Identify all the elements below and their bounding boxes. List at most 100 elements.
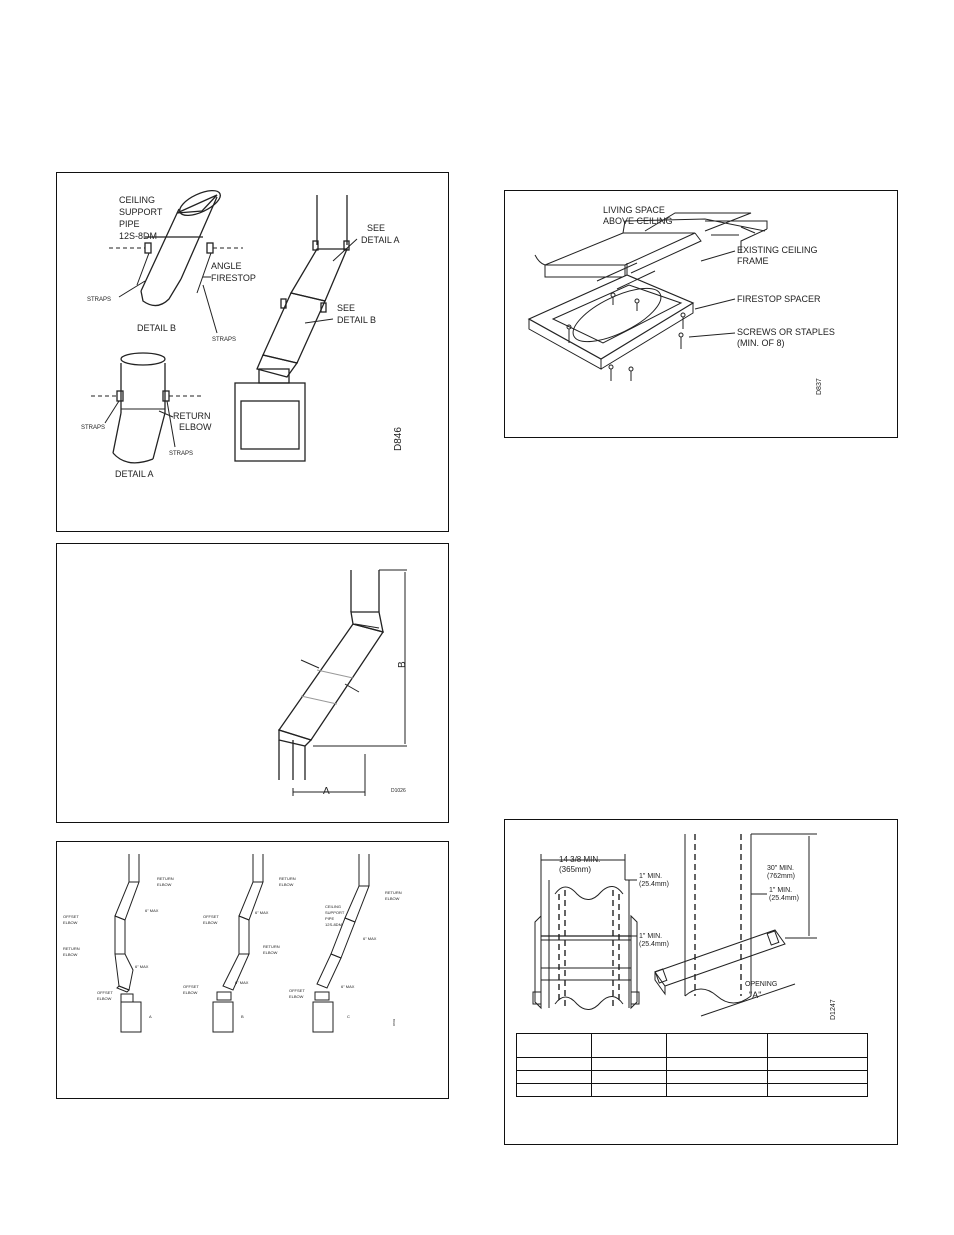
cfg-b-offset2-1: OFFSET <box>183 984 199 989</box>
table-row <box>516 1070 868 1084</box>
opening-label-2: "A" <box>749 990 761 1000</box>
cfg-b-return-2: ELBOW <box>279 882 294 887</box>
opening-label-1: OPENING <box>745 981 777 988</box>
cfg-b-return-1: RETURN <box>279 876 296 881</box>
ceiling-support-label-1: CEILING <box>119 195 155 205</box>
cfg-b-offset-2: ELBOW <box>203 920 218 925</box>
table-row <box>516 1057 868 1071</box>
existing-ceiling-label-2: FRAME <box>737 256 769 266</box>
min1-label-6: (25.4mm) <box>769 895 799 902</box>
living-space-label-2: ABOVE CEILING <box>603 216 673 226</box>
table-cell <box>767 1070 868 1084</box>
figure-code-d849: D849 <box>392 1018 396 1026</box>
screws-label-2: (MIN. OF 8) <box>737 338 785 348</box>
clearance-opening-diagram: 14 3/8 MIN. (365mm) 1" MIN. (25.4mm) 1" … <box>532 833 837 1020</box>
table-row <box>516 1033 868 1058</box>
dim-14-label-2: (365mm) <box>559 865 591 874</box>
min1-label-3: 1" MIN. <box>639 933 662 940</box>
table-cell <box>666 1033 768 1058</box>
min1-label-5: 1" MIN. <box>769 887 792 894</box>
cfg-c-offset-1: OFFSET <box>289 988 305 993</box>
table-cell <box>591 1057 667 1071</box>
cfg-a-return-1: RETURN <box>157 876 174 881</box>
table-cell <box>666 1083 768 1097</box>
living-space-label-1: LIVING SPACE <box>603 205 665 215</box>
table-cell <box>767 1057 868 1071</box>
cfg-label-a: A <box>149 1014 152 1019</box>
firestop-spacer-diagram: LIVING SPACE ABOVE CEILING EXISTING CEIL… <box>527 205 835 395</box>
min30-label-1: 30" MIN. <box>767 865 794 872</box>
figure-offset-dimensions: B A D1026 <box>56 543 449 823</box>
cfg-a-offset-1: OFFSET <box>63 914 79 919</box>
see-label-2: SEE <box>337 303 355 313</box>
offset-dimensions-diagram: B A D1026 <box>277 569 408 797</box>
cfg-c-max-2: 6" MAX <box>341 984 355 989</box>
see-label-1: SEE <box>367 223 385 233</box>
firestop-spacer-label: FIRESTOP SPACER <box>737 294 821 304</box>
cfg-a-offset-2: ELBOW <box>63 920 78 925</box>
cfg-c-ceiling-4: 12S-8DM <box>325 922 342 927</box>
cfg-a-return2-2: ELBOW <box>63 952 78 957</box>
screws-label-1: SCREWS OR STAPLES <box>737 327 835 337</box>
cfg-c-ceiling-3: PIPE <box>325 916 334 921</box>
cfg-a-offset2-1: OFFSET <box>97 990 113 995</box>
support-straps-diagram: CEILING SUPPORT PIPE 12S-8DM ANGLE FIRES… <box>81 189 404 479</box>
cfg-b-max-1: 6" MAX <box>255 910 269 915</box>
straps-label-b-right: STRAPS <box>212 337 236 343</box>
table-cell <box>767 1033 868 1058</box>
min1-label-4: (25.4mm) <box>639 941 669 948</box>
dimension-b-label: B <box>397 661 408 668</box>
see-detail-a-label: DETAIL A <box>361 235 400 245</box>
table-cell <box>666 1057 768 1071</box>
ceiling-support-label-2: SUPPORT <box>119 207 163 217</box>
cfg-c-ceiling-2: SUPPORT <box>325 910 345 915</box>
figure-code-d1026: D1026 <box>391 788 406 794</box>
min1-label-2: (25.4mm) <box>639 881 669 888</box>
see-detail-b-label: DETAIL B <box>337 315 376 325</box>
table-row <box>516 1083 868 1097</box>
clearance-table <box>516 1033 868 1097</box>
figure-code-d846: D846 <box>393 427 404 451</box>
dim-14-label-1: 14 3/8 MIN. <box>559 855 600 864</box>
offset-configurations-diagram: RETURN ELBOW OFFSET ELBOW 6" MAX RETURN … <box>63 854 402 1033</box>
cfg-b-offset2-2: ELBOW <box>183 990 198 995</box>
cfg-b-return2-1: RETURN <box>263 944 280 949</box>
cfg-label-c: C <box>347 1014 350 1019</box>
straps-label-b-left: STRAPS <box>87 297 111 303</box>
cfg-b-offset-1: OFFSET <box>203 914 219 919</box>
angle-firestop-label-1: ANGLE <box>211 261 242 271</box>
detail-a-label: DETAIL A <box>115 469 154 479</box>
figure-offset-configurations: RETURN ELBOW OFFSET ELBOW 6" MAX RETURN … <box>56 841 449 1099</box>
ceiling-support-label-3: PIPE <box>119 219 140 229</box>
figure-firestop-spacer: LIVING SPACE ABOVE CEILING EXISTING CEIL… <box>504 190 898 438</box>
cfg-c-offset-2: ELBOW <box>289 994 304 999</box>
return-elbow-label-1: RETURN <box>173 411 211 421</box>
cfg-a-return2-1: RETURN <box>63 946 80 951</box>
return-elbow-label-2: ELBOW <box>179 422 212 432</box>
table-cell <box>516 1083 592 1097</box>
detail-b-label: DETAIL B <box>137 323 176 333</box>
table-cell <box>516 1070 592 1084</box>
straps-label-a-left: STRAPS <box>81 425 105 431</box>
cfg-a-max-2: 6" MAX <box>135 964 149 969</box>
cfg-c-return-2: ELBOW <box>385 896 400 901</box>
figure-clearance-opening: 14 3/8 MIN. (365mm) 1" MIN. (25.4mm) 1" … <box>504 819 898 1145</box>
angle-firestop-label-2: FIRESTOP <box>211 273 256 283</box>
straps-label-a-right: STRAPS <box>169 451 193 457</box>
cfg-c-ceiling-1: CEILING <box>325 904 341 909</box>
table-cell <box>591 1083 667 1097</box>
cfg-a-max-1: 6" MAX <box>145 908 159 913</box>
cfg-label-b: B <box>241 1014 244 1019</box>
cfg-c-return-1: RETURN <box>385 890 402 895</box>
existing-ceiling-label-1: EXISTING CEILING <box>737 245 818 255</box>
figure-support-straps: CEILING SUPPORT PIPE 12S-8DM ANGLE FIRES… <box>56 172 449 532</box>
cfg-b-return2-2: ELBOW <box>263 950 278 955</box>
figure-code-d837: D837 <box>816 378 823 395</box>
table-cell <box>591 1033 667 1058</box>
cfg-a-return-2: ELBOW <box>157 882 172 887</box>
min30-label-2: (762mm) <box>767 873 795 880</box>
table-cell <box>516 1033 592 1058</box>
dimension-a-label: A <box>323 786 330 797</box>
cfg-c-max-1: 6" MAX <box>363 936 377 941</box>
table-cell <box>767 1083 868 1097</box>
